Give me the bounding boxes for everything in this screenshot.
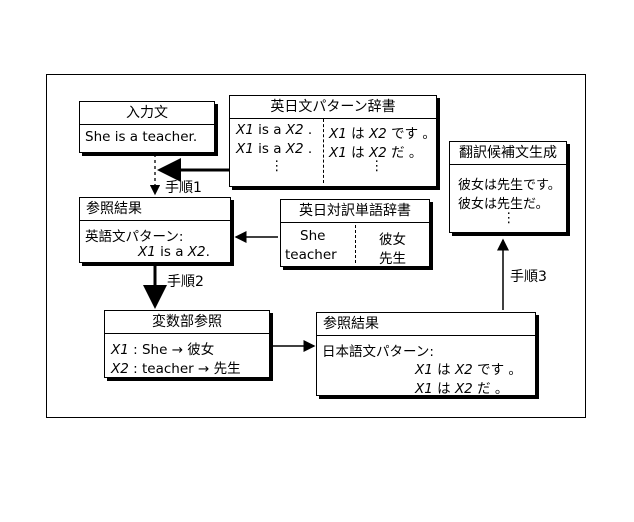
lookup-result-2-title: 参照結果 <box>317 313 535 336</box>
pattern-row-2-ja: X1 は X2 だ 。 <box>329 145 423 161</box>
translation-candidates-title: 翻訳候補文生成 <box>450 142 566 165</box>
pattern-ellipsis-en: ⋮ <box>270 158 284 174</box>
pattern-dictionary-box: 英日文パターン辞書 X1 is a X2 . X1 は X2 です 。 X1 i… <box>229 95 437 187</box>
lookup-result-1-title: 参照結果 <box>80 198 230 221</box>
step3-label: 手順3 <box>510 269 547 285</box>
input-sentence-box: 入力文 She is a teacher. <box>79 101 215 153</box>
word-row-1-en: She <box>300 228 326 244</box>
word-column-divider <box>355 225 356 263</box>
diagram-frame <box>46 74 586 418</box>
step1-label: 手順1 <box>165 180 202 196</box>
lookup-result-box-1: 参照結果 英語文パターン: X1 is a X2. <box>79 197 231 263</box>
word-row-1-ja: 彼女 <box>379 232 406 248</box>
candidate-2: 彼女は先生だ。 <box>458 197 549 212</box>
pattern-row-1-ja: X1 は X2 です 。 <box>329 126 436 142</box>
word-dictionary-title: 英日対訳単語辞書 <box>281 200 429 223</box>
word-row-2-en: teacher <box>285 247 337 263</box>
pattern-dictionary-title: 英日文パターン辞書 <box>230 96 436 119</box>
pattern-column-divider <box>323 119 324 183</box>
input-sentence-title: 入力文 <box>80 102 214 125</box>
japanese-pattern-row-2: X1 は X2 だ 。 <box>415 381 509 397</box>
english-pattern-value: X1 is a X2. <box>138 244 210 260</box>
pattern-ellipsis-ja: ⋮ <box>370 158 384 174</box>
japanese-pattern-label: 日本語文パターン: <box>322 344 434 360</box>
pattern-row-2-en: X1 is a X2 . <box>236 141 313 157</box>
variable-row-1: X1 : She → 彼女 <box>111 342 215 358</box>
pattern-row-1-en: X1 is a X2 . <box>236 122 313 138</box>
lookup-result-box-2: 参照結果 日本語文パターン: X1 は X2 です 。 X1 は X2 だ 。 <box>316 312 536 397</box>
candidate-ellipsis: ⋮ <box>502 210 516 226</box>
japanese-pattern-row-1: X1 は X2 です 。 <box>415 362 522 378</box>
word-dictionary-box: 英日対訳単語辞書 She 彼女 teacher 先生 <box>280 199 430 267</box>
input-sentence-text: She is a teacher. <box>85 129 198 145</box>
variable-lookup-title: 変数部参照 <box>105 311 269 334</box>
translation-candidates-box: 翻訳候補文生成 彼女は先生です。 彼女は先生だ。 ⋮ <box>449 141 567 233</box>
step2-label: 手順2 <box>167 274 204 290</box>
candidate-1: 彼女は先生です。 <box>458 178 561 193</box>
variable-lookup-box: 変数部参照 X1 : She → 彼女 X2 : teacher → 先生 <box>104 310 270 378</box>
word-row-2-ja: 先生 <box>379 251 406 267</box>
variable-row-2: X2 : teacher → 先生 <box>111 361 241 377</box>
english-pattern-label: 英語文パターン: <box>85 229 184 245</box>
